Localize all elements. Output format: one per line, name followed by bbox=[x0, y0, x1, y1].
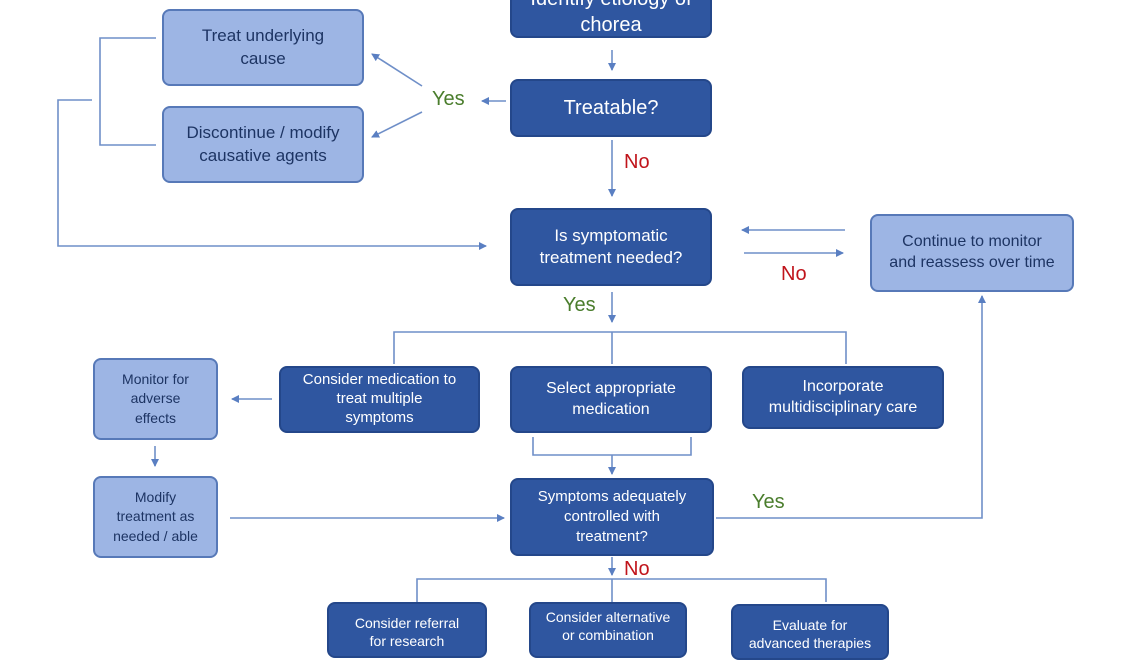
flowchart-connectors bbox=[57, 37, 986, 602]
bracket-under-select bbox=[532, 437, 692, 456]
continue-monitor-box: Continue to monitor and reassess over ti… bbox=[870, 214, 1074, 292]
symptoms-controlled-box: Symptoms adequately controlled with trea… bbox=[510, 478, 714, 556]
arrow-yes-to-discontinue bbox=[371, 111, 423, 138]
yes-label-controlled: Yes bbox=[752, 491, 785, 513]
consider-medication-box: Consider medication to treat multiple sy… bbox=[279, 366, 480, 433]
arrow-loop-to-symptomatic bbox=[57, 99, 487, 250]
modify-treatment-box: Modify treatment as needed / able bbox=[93, 476, 218, 558]
arrow-controlled-to-monitor bbox=[716, 295, 986, 519]
select-medication-box: Select appropriate medication bbox=[510, 366, 712, 433]
yes-label-treatable: Yes bbox=[432, 88, 465, 110]
treatable-box: Treatable? bbox=[510, 79, 712, 137]
multidisciplinary-care-box: Incorporate multidisciplinary care bbox=[742, 366, 944, 429]
consider-referral-box: Consider referral for research bbox=[327, 602, 487, 658]
evaluate-advanced-box: Evaluate for advanced therapies bbox=[731, 604, 889, 660]
bracket-bottom-options bbox=[416, 578, 827, 602]
yes-label-symptomatic: Yes bbox=[563, 294, 596, 316]
bracket-treatment-options bbox=[393, 331, 847, 364]
arrow-yes-to-treat-cause bbox=[371, 53, 423, 87]
no-label-treatable: No bbox=[624, 151, 650, 173]
treat-underlying-cause-box: Treat underlying cause bbox=[162, 9, 364, 86]
no-label-controlled: No bbox=[624, 558, 650, 580]
consider-alternative-box: Consider alternative or combination bbox=[529, 602, 687, 658]
symptomatic-treatment-box: Is symptomatic treatment needed? bbox=[510, 208, 712, 286]
bracket-treat-branch bbox=[99, 37, 156, 146]
discontinue-modify-box: Discontinue / modify causative agents bbox=[162, 106, 364, 183]
no-label-symptomatic: No bbox=[781, 263, 807, 285]
monitor-adverse-effects-box: Monitor for adverse effects bbox=[93, 358, 218, 440]
identify-etiology-box: Identify etiology of chorea bbox=[510, 0, 712, 38]
